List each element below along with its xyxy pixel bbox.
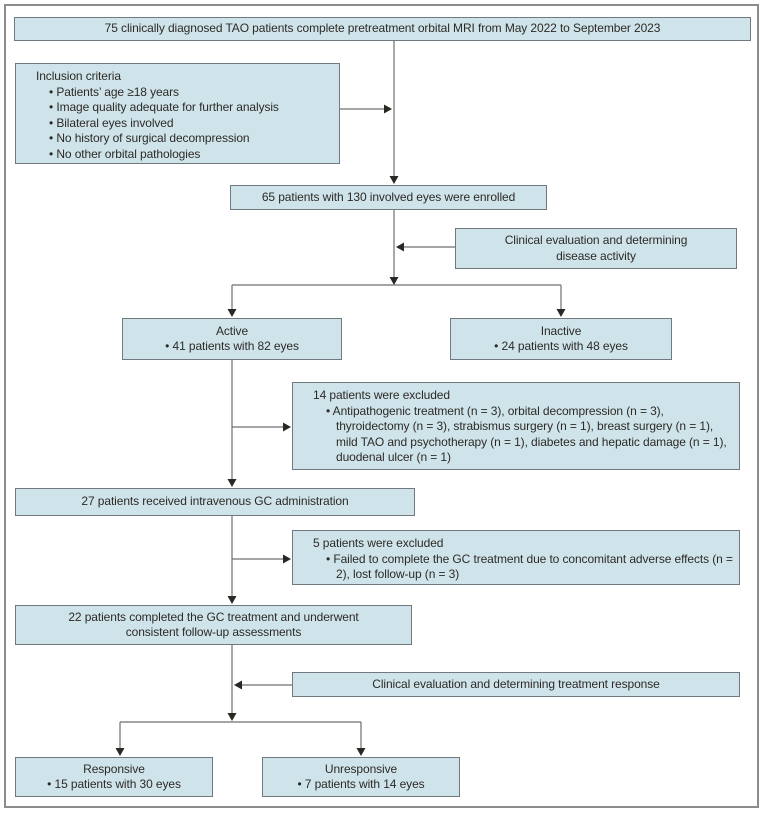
node-excluded-5-reasons: • Failed to complete the GC treatment du… [326,551,733,582]
node-responsive: Responsive • 15 patients with 30 eyes [15,757,213,797]
node-gc-administration: 27 patients received intravenous GC admi… [15,488,415,516]
node-excluded-14: 14 patients were excluded • Antipathogen… [292,382,740,470]
node-eval-treatment-response-text: Clinical evaluation and determining trea… [372,676,660,691]
inclusion-criteria-title: Inclusion criteria [36,69,121,83]
inclusion-criteria-item: • No other orbital pathologies [49,146,201,161]
node-inactive-title: Inactive [540,323,582,338]
connector-split-active-inactive [227,284,566,317]
connector-gc22-to-split [227,645,237,721]
node-active-count: • 41 patients with 82 eyes [165,339,299,353]
inclusion-criteria-item: • Bilateral eyes involved [49,115,174,130]
connector-active-to-gc27 [227,360,237,487]
node-inactive: Inactive • 24 patients with 48 eyes [450,318,672,360]
connector-eval-activity-to-flow [396,242,455,252]
node-active: Active • 41 patients with 82 eyes [122,318,342,360]
connector-split-responsive-unresponsive [115,721,366,756]
connector-flow-to-excluded14 [232,422,291,432]
inclusion-criteria-item: • No history of surgical decompression [49,131,250,145]
node-gc-completed-text: 22 patients completed the GC treatment a… [68,609,359,640]
node-responsive-title: Responsive [83,761,145,776]
node-enrolled: 65 patients with 130 involved eyes were … [230,185,547,210]
connector-top-to-enrolled [389,41,399,184]
node-unresponsive-count: • 7 patients with 14 eyes [297,777,425,791]
node-excluded-5: 5 patients were excluded • Failed to com… [292,530,740,585]
connector-flow-to-excluded5 [232,554,291,564]
connector-gc27-to-gc22 [227,516,237,604]
connector-eval-response-to-flow [234,680,292,690]
node-pretreatment-mri-text: 75 clinically diagnosed TAO patients com… [104,21,661,36]
node-unresponsive-title: Unresponsive [324,761,398,776]
node-gc-administration-text: 27 patients received intravenous GC admi… [81,494,349,509]
node-eval-disease-activity: Clinical evaluation and determining dise… [455,228,737,269]
node-excluded-14-reasons: • Antipathogenic treatment (n = 3), orbi… [326,403,727,465]
node-enrolled-text: 65 patients with 130 involved eyes were … [261,189,516,204]
inclusion-criteria-item: • Patients’ age ≥18 years [49,84,179,99]
node-excluded-14-title: 14 patients were excluded [313,388,450,402]
node-inclusion-criteria: Inclusion criteria • Patients’ age ≥18 y… [15,63,340,164]
node-eval-treatment-response: Clinical evaluation and determining trea… [292,672,740,697]
node-unresponsive: Unresponsive • 7 patients with 14 eyes [262,757,460,797]
node-excluded-5-title: 5 patients were excluded [313,536,444,550]
node-active-title: Active [215,323,249,338]
connector-inclusion-to-flow [340,104,392,114]
connector-enrolled-to-split [389,210,399,285]
node-responsive-count: • 15 patients with 30 eyes [47,777,181,791]
node-pretreatment-mri: 75 clinically diagnosed TAO patients com… [14,17,751,41]
node-inactive-count: • 24 patients with 48 eyes [494,339,628,353]
inclusion-criteria-item: • Image quality adequate for further ana… [49,100,279,114]
node-gc-completed: 22 patients completed the GC treatment a… [15,605,412,645]
node-eval-disease-activity-text: Clinical evaluation and determining dise… [504,233,688,263]
